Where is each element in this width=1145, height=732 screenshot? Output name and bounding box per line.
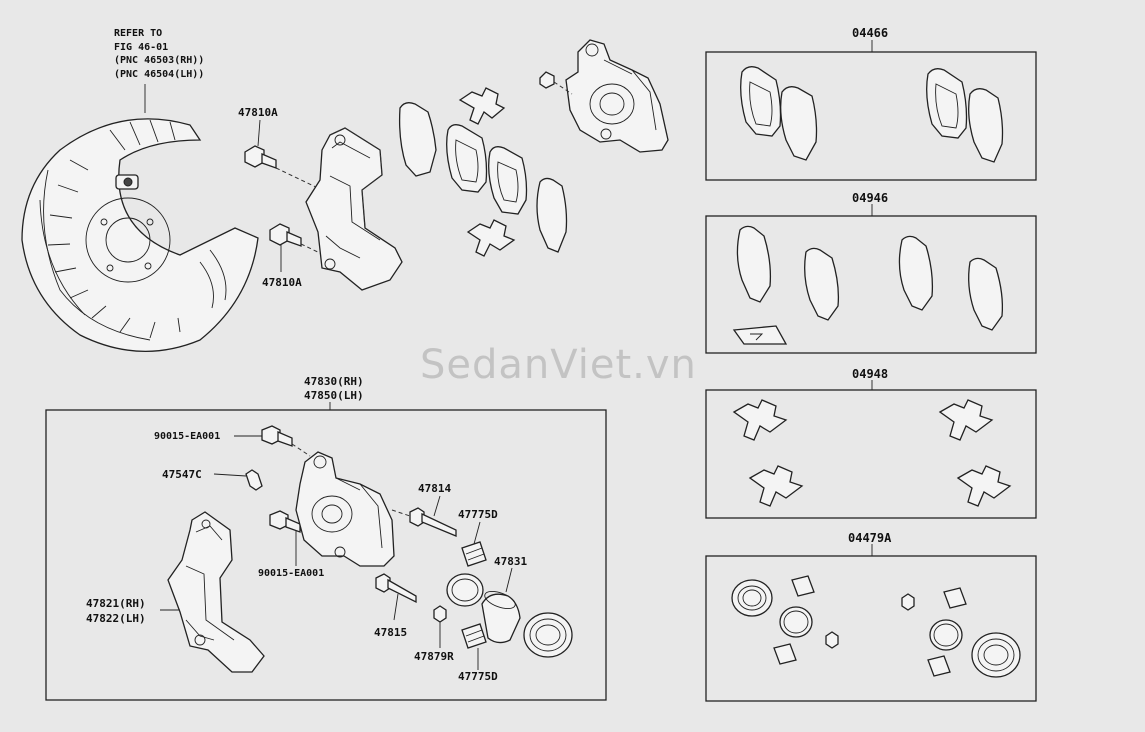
kit-box-04948: [705, 389, 1037, 519]
kit-title-04946: 04946: [852, 191, 889, 205]
label-bracket-rh: 47821(RH): [86, 597, 146, 610]
label-boot-lower: 47775D: [458, 670, 498, 683]
caliper-top: [565, 39, 669, 153]
refer-note-line1: REFER TO: [114, 28, 163, 39]
kit-seals: [731, 575, 1021, 678]
kit-title-04466: 04466: [852, 26, 889, 40]
guide-pin-upper: [409, 507, 457, 537]
label-cap: 47879R: [414, 650, 454, 663]
label-caliper-rh: 47830(RH): [304, 375, 364, 388]
dust-cover: [21, 118, 259, 352]
boot-lower: [461, 623, 487, 649]
label-bleeder: 47547C: [162, 468, 202, 481]
bleeder-top: [539, 71, 555, 89]
label-bracket-lh: 47822(LH): [86, 612, 146, 625]
bracket-lower: [167, 511, 265, 673]
kit-box-04479a: [705, 555, 1037, 702]
clip-top-1: [458, 87, 506, 125]
bolt-90015-lower: [269, 510, 301, 533]
refer-note-line4: (PNC 46504(LH)): [114, 69, 205, 80]
guide-pin-lower: [375, 573, 417, 604]
watermark: SedanViet.vn: [420, 342, 697, 388]
label-piston: 47831: [494, 555, 528, 568]
kit-box-04466: [705, 51, 1037, 181]
bolt-47810a-bottom: [269, 223, 302, 247]
clip-top-2: [466, 219, 516, 257]
label-bolt-90015-upper: 90015-EA001: [154, 431, 221, 442]
kit-box-04946: [705, 215, 1037, 354]
kit-clips: [732, 399, 1012, 507]
label-bolt-bottom: 47810A: [262, 276, 302, 289]
kit-title-04479a: 04479A: [848, 531, 892, 545]
pads-top: [398, 102, 568, 253]
label-boot-upper: 47775D: [458, 508, 498, 521]
caliper-assembly-box: [45, 409, 607, 701]
kit-title-04948: 04948: [852, 367, 889, 381]
kit-pads: [740, 66, 1004, 163]
label-pin-lower: 47815: [374, 626, 408, 639]
caliper-lower: [295, 451, 395, 567]
label-pin-upper: 47814: [418, 482, 452, 495]
bleeder-screw: [245, 469, 263, 491]
bolt-90015-upper: [261, 425, 293, 447]
label-caliper-lh: 47850(LH): [304, 389, 364, 402]
piston-seal: [446, 573, 484, 607]
piston-boot: [523, 612, 573, 658]
piston: [481, 590, 521, 644]
refer-note-line2: FIG 46-01: [114, 42, 169, 53]
mounting-bracket-top: [305, 127, 403, 291]
refer-note-line3: (PNC 46503(RH)): [114, 55, 205, 66]
boot-upper: [461, 541, 487, 567]
label-bolt-90015-lower: 90015-EA001: [258, 568, 325, 579]
bolt-47810a-top: [244, 145, 277, 169]
kit-shims: [732, 225, 1004, 345]
label-bolt-top: 47810A: [238, 106, 278, 119]
cap: [433, 605, 447, 623]
